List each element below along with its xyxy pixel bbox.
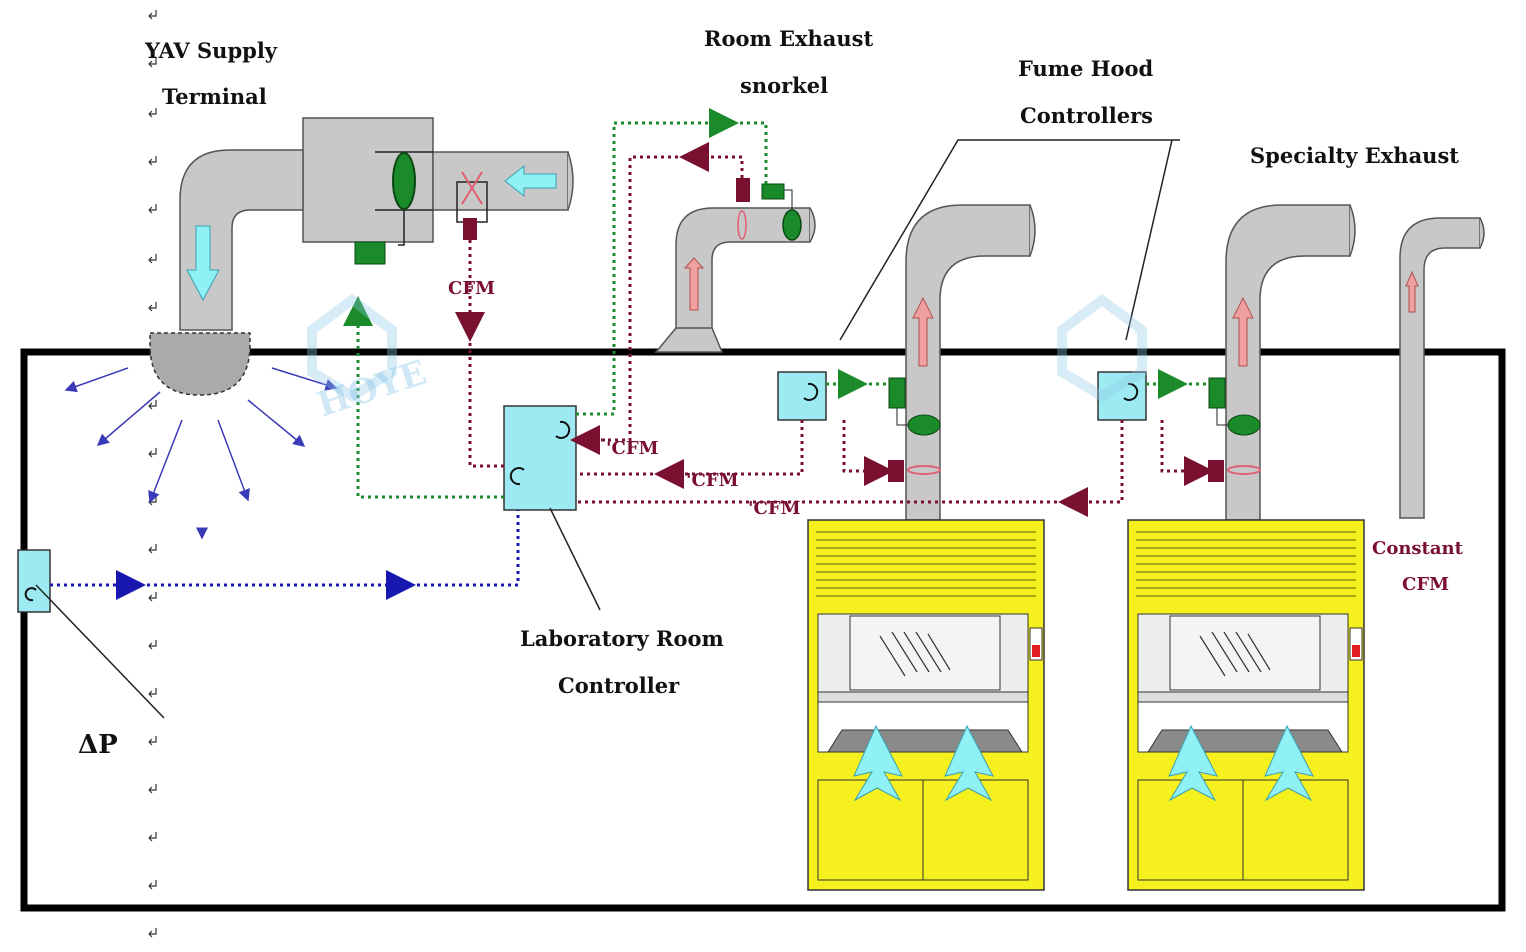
red-signal-lines bbox=[455, 142, 1214, 517]
damper-icon bbox=[392, 152, 416, 210]
fume-hood-controller-1 bbox=[777, 371, 827, 421]
vav-supply-duct bbox=[149, 117, 574, 396]
constant-label-line2: CFM bbox=[1402, 574, 1450, 595]
watermark-logo bbox=[307, 293, 1147, 402]
lab-controller-label-line2: Controller bbox=[558, 673, 680, 698]
snorkel-label-line2: snorkel bbox=[740, 73, 829, 98]
vav-label-line1: YAV Supply bbox=[145, 38, 277, 63]
room-outline bbox=[20, 348, 1506, 912]
specialty-exhaust-duct bbox=[1399, 217, 1485, 519]
leader-lines bbox=[35, 139, 1180, 719]
blue-signal-line bbox=[50, 510, 520, 600]
cfm-label-1: 'CFM bbox=[606, 438, 659, 459]
delta-p-label: ΔP bbox=[78, 730, 118, 760]
supply-air-arrows bbox=[64, 367, 338, 540]
lab-controller-label-line1: Laboratory Room bbox=[520, 626, 724, 651]
constant-label-line1: Constant bbox=[1372, 538, 1463, 559]
snorkel-label-line1: Room Exhaust bbox=[704, 26, 874, 51]
fhc-label-line1: Fume Hood bbox=[1018, 56, 1154, 81]
lab-room-controller bbox=[503, 405, 577, 511]
fume-hood-controller-2 bbox=[1097, 371, 1147, 421]
cfm-label-3: 'CFM bbox=[748, 498, 801, 519]
airflow-arrow-icon bbox=[504, 164, 557, 198]
specialty-label: Specialty Exhaust bbox=[1250, 143, 1459, 168]
fume-hood-2-duct bbox=[1208, 204, 1356, 521]
paragraph-marks bbox=[148, 10, 157, 938]
actuator-icon bbox=[354, 241, 386, 265]
fume-hood-1-duct bbox=[888, 204, 1036, 521]
fume-hood-1 bbox=[807, 519, 1045, 891]
delta-p-sensor bbox=[17, 549, 51, 613]
cfm-supply-label: CFM bbox=[448, 278, 496, 299]
fhc-label-line2: Controllers bbox=[1020, 103, 1153, 128]
vav-label-line2: Terminal bbox=[162, 84, 267, 109]
fume-hood-2 bbox=[1127, 519, 1365, 891]
green-signal-lines bbox=[343, 108, 1209, 499]
cfm-label-2: 'CFM bbox=[686, 470, 739, 491]
snorkel-duct bbox=[654, 178, 816, 353]
